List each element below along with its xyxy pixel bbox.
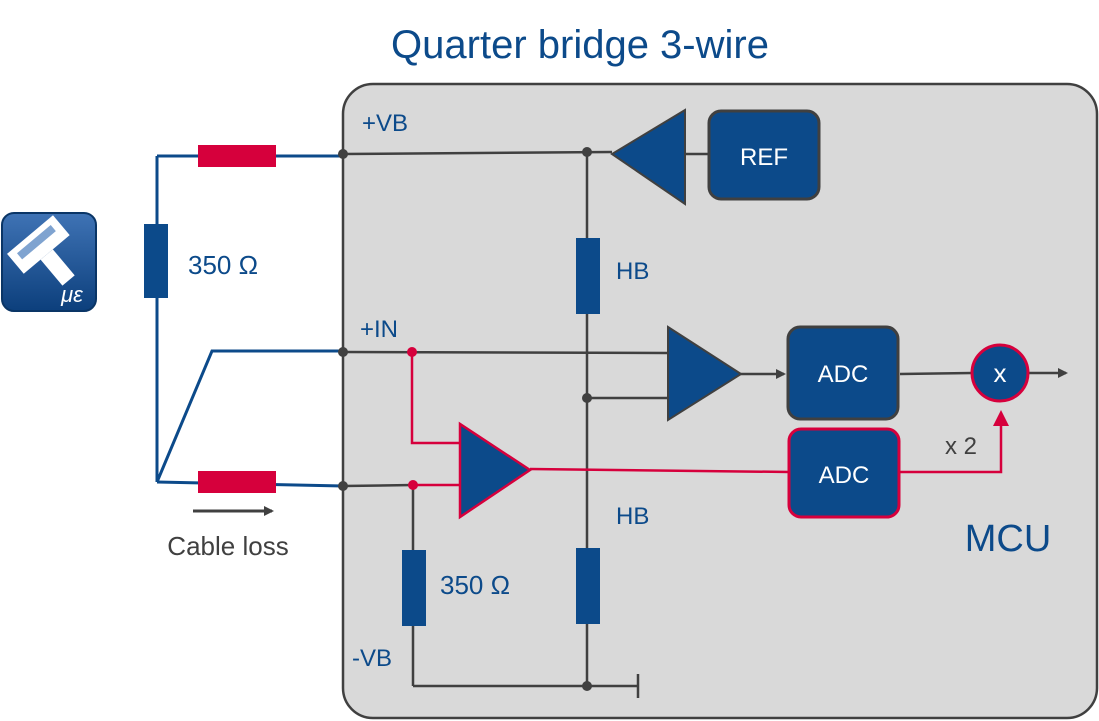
adc-signal-label: ADC <box>818 361 869 388</box>
gain-arrow-head <box>993 410 1009 426</box>
mcu-wiring <box>342 150 973 698</box>
cable-loss-resistor-top <box>198 145 276 167</box>
cable-loss-resistor-bottom <box>198 471 276 493</box>
in-plus-label: +IN <box>360 316 398 343</box>
adc-compensation-block <box>787 427 901 519</box>
half-bridge-bottom-label: HB <box>616 503 649 530</box>
sensor-resistor-label: 350 Ω <box>188 250 258 280</box>
signal-amplifier <box>667 325 743 422</box>
logo-text: με <box>60 282 83 307</box>
ref-block <box>707 109 821 201</box>
ref-buffer-amplifier <box>610 108 686 206</box>
half-bridge-resistor-top <box>576 238 600 314</box>
adc-compensation-label: ADC <box>819 462 870 489</box>
half-bridge-resistor-bottom <box>576 548 600 624</box>
mcu-label: MCU <box>965 518 1052 560</box>
completion-resistor-label: 350 Ω <box>440 570 510 600</box>
vb-plus-label: +VB <box>362 110 408 137</box>
compensation-wiring <box>410 352 1003 487</box>
junction-dots <box>338 147 592 691</box>
cable-loss-label: Cable loss <box>167 531 288 561</box>
diagram-title: Quarter bridge 3-wire <box>391 23 769 67</box>
mcu-panel <box>341 82 1099 720</box>
compensation-amplifier <box>458 421 533 520</box>
vb-minus-label: -VB <box>352 645 392 672</box>
ref-block-label: REF <box>740 144 788 171</box>
multiplier-label: x <box>994 358 1007 388</box>
sensor-wiring <box>155 154 344 488</box>
multiplier-node <box>970 343 1030 403</box>
completion-resistor <box>402 550 426 626</box>
sensor-resistor <box>144 224 168 298</box>
gain-label: x 2 <box>945 433 977 460</box>
adc-signal-block <box>786 325 900 421</box>
half-bridge-top-label: HB <box>616 258 649 285</box>
strain-gauge-logo-icon: με <box>1 212 97 312</box>
